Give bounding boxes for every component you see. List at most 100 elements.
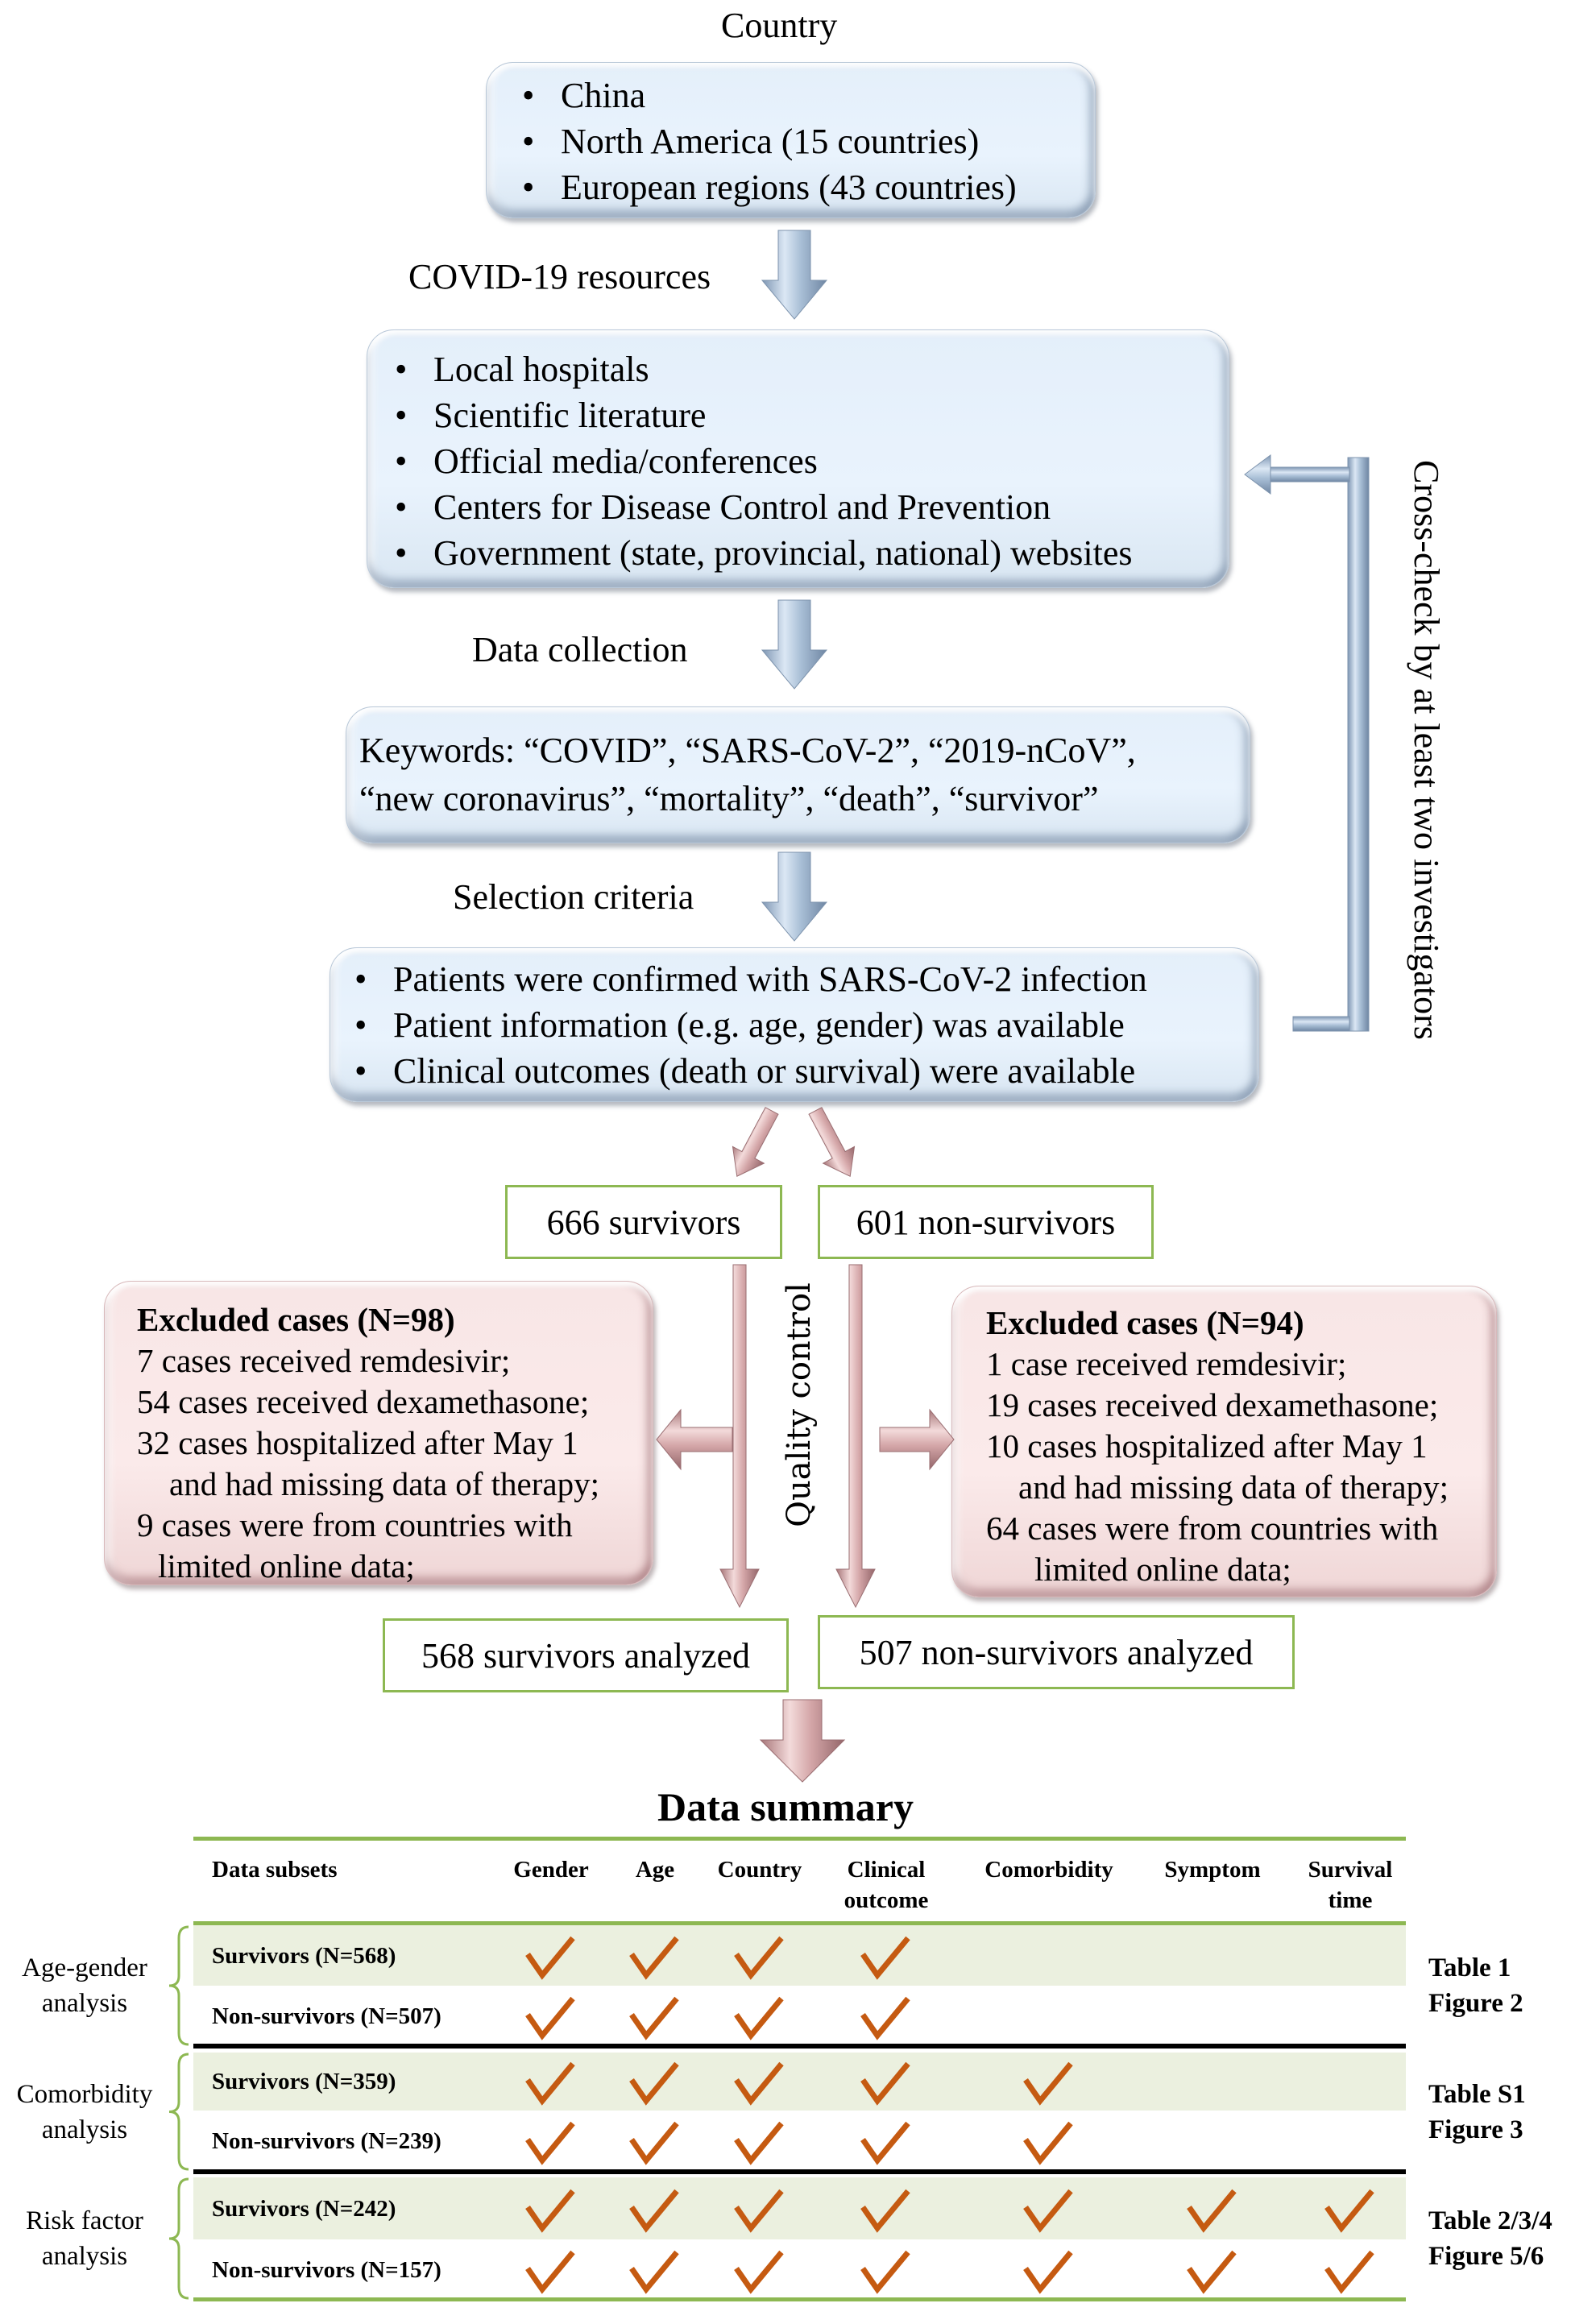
criteria-list: Patients were confirmed with SARS-CoV-2 …: [343, 956, 1147, 1094]
down-arrow-icon: [761, 230, 828, 320]
check-mark-icon: [629, 2061, 679, 2106]
check-mark-icon: [734, 1996, 784, 2040]
column-header: Survival time: [1308, 1854, 1393, 1916]
left-arrow-icon: [656, 1408, 733, 1471]
check-mark-icon: [860, 2061, 910, 2106]
country-item: European regions (43 countries): [511, 164, 1017, 210]
group-label-line: Age-gender: [22, 1953, 147, 1982]
check-mark-icon: [860, 1996, 910, 2040]
excluded-line: and had missing data of therapy;: [169, 1465, 600, 1502]
column-header-line: time: [1328, 1887, 1373, 1913]
column-header-line: Clinical: [847, 1857, 926, 1883]
excluded-line: 1 case received remdesivir;: [986, 1345, 1347, 1382]
column-header-line: Survival: [1308, 1857, 1393, 1883]
check-mark-icon: [525, 2189, 575, 2233]
data-collection-label: Data collection: [472, 630, 688, 669]
excluded-line: 7 cases received remdesivir;: [137, 1342, 511, 1379]
qc-left-arrow-icon: [719, 1264, 760, 1609]
check-mark-icon: [1324, 2189, 1374, 2233]
selection-criteria-label: Selection criteria: [453, 877, 694, 917]
column-header: Symptom: [1164, 1854, 1260, 1885]
group-label: Risk factor analysis: [26, 2203, 143, 2274]
cross-check-label: Cross-check by at least two investigator…: [1407, 460, 1446, 1040]
criteria-box: Patients were confirmed with SARS-CoV-2 …: [330, 947, 1259, 1102]
check-mark-icon: [734, 2121, 784, 2165]
group-label-line: Risk factor: [26, 2206, 143, 2235]
check-mark-icon: [734, 1936, 784, 1980]
check-mark-icon: [629, 2121, 679, 2165]
check-mark-icon: [860, 2189, 910, 2233]
check-mark-icon: [1187, 2189, 1237, 2233]
excluded-line: 64 cases were from countries with: [986, 1510, 1439, 1547]
check-mark-icon: [525, 2061, 575, 2106]
resources-box: Local hospitals Scientific literature Of…: [367, 329, 1229, 588]
group-separator-rule: [193, 2169, 1406, 2174]
keywords-line: “new coronavirus”, “mortality”, “death”,…: [359, 779, 1099, 818]
excluded-line: 19 cases received dexamethasone;: [986, 1386, 1439, 1423]
resource-item: Centers for Disease Control and Preventi…: [383, 484, 1133, 530]
keywords-box: Keywords: “COVID”, “SARS-CoV-2”, “2019-n…: [346, 706, 1250, 843]
resource-item: Scientific literature: [383, 392, 1133, 438]
check-mark-icon: [1023, 2061, 1073, 2106]
check-mark-icon: [629, 2189, 679, 2233]
row-subset-label: Non-survivors (N=507): [212, 2003, 441, 2029]
group-label: Age-gender analysis: [22, 1950, 147, 2021]
split-arrows-icon: [732, 1107, 856, 1177]
qc-right-arrow-icon: [835, 1264, 876, 1609]
check-mark-icon: [1187, 2250, 1237, 2294]
keywords-text: Keywords: “COVID”, “SARS-CoV-2”, “2019-n…: [359, 727, 1136, 823]
column-header-line: outcome: [844, 1887, 929, 1913]
group-label-line: Comorbidity: [16, 2079, 153, 2109]
check-mark-icon: [629, 1996, 679, 2040]
check-mark-icon: [734, 2061, 784, 2106]
excluded-non-survivors-box: Excluded cases (N=94) 1 case received re…: [951, 1286, 1497, 1597]
check-mark-icon: [1324, 2250, 1374, 2294]
criteria-item: Patients were confirmed with SARS-CoV-2 …: [343, 956, 1147, 1002]
excluded-line: and had missing data of therapy;: [1018, 1469, 1449, 1506]
check-mark-icon: [734, 2250, 784, 2294]
table-bottom-rule: [193, 2297, 1406, 2301]
resource-item: Official media/conferences: [383, 438, 1133, 484]
excluded-line: 54 cases received dexamethasone;: [137, 1383, 590, 1420]
excluded-line: 10 cases hospitalized after May 1: [986, 1427, 1428, 1464]
check-mark-icon: [860, 2121, 910, 2165]
criteria-item: Clinical outcomes (death or survival) we…: [343, 1048, 1147, 1094]
figure-reference-line: Table 1: [1428, 1953, 1511, 1982]
down-arrow-icon: [759, 1699, 846, 1783]
countries-list: China North America (15 countries) Europ…: [511, 72, 1017, 210]
excluded-title: Excluded cases (N=98): [137, 1301, 455, 1338]
group-label-line: analysis: [41, 1989, 128, 2018]
column-header-line: Age: [635, 1857, 675, 1883]
row-subset-label: Survivors (N=359): [212, 2069, 396, 2094]
non-survivors-analyzed-box: 507 non-survivors analyzed: [818, 1615, 1295, 1689]
quality-control-label: Quality control: [781, 1282, 818, 1527]
covid-resources-label: COVID-19 resources: [408, 257, 711, 296]
right-arrow-icon: [879, 1408, 955, 1471]
non-survivors-box: 601 non-survivors: [818, 1185, 1154, 1259]
excluded-line: 32 cases hospitalized after May 1: [137, 1424, 578, 1461]
row-subset-label: Survivors (N=568): [212, 1942, 396, 1969]
excluded-line: limited online data;: [1034, 1551, 1291, 1588]
group-label-line: analysis: [41, 2242, 128, 2271]
column-header: Clinical outcome: [844, 1854, 929, 1916]
excluded-title: Excluded cases (N=94): [986, 1304, 1304, 1341]
down-arrow-icon: [761, 851, 828, 942]
country-item: China: [511, 72, 1017, 118]
check-mark-icon: [629, 2250, 679, 2294]
table-top-rule: [193, 1837, 1406, 1841]
row-band: [193, 2053, 1406, 2111]
check-mark-icon: [525, 2250, 575, 2294]
excluded-line: limited online data;: [158, 1547, 415, 1585]
column-header-line: Country: [717, 1857, 802, 1883]
data-summary-title: Data summary: [657, 1784, 914, 1829]
resources-list: Local hospitals Scientific literature Of…: [383, 346, 1133, 576]
check-mark-icon: [525, 2121, 575, 2165]
check-mark-icon: [1023, 2250, 1073, 2294]
figure-reference-line: Table S1: [1428, 2079, 1526, 2109]
column-header: Gender: [513, 1854, 588, 1885]
column-header: Comorbidity: [984, 1854, 1113, 1885]
